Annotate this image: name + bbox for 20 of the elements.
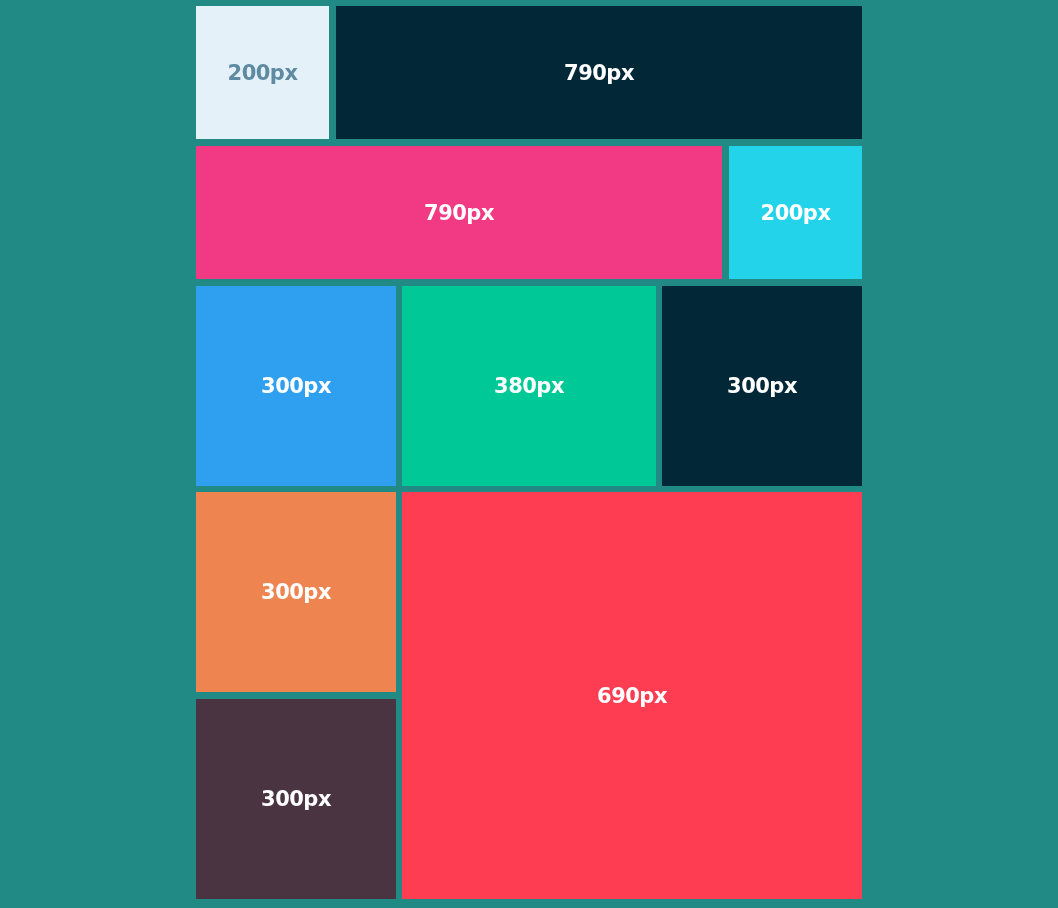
- size-label: 300px: [727, 374, 797, 398]
- size-label: 200px: [760, 200, 831, 225]
- grid-tile: [196, 6, 329, 139]
- grid-tile: [196, 286, 396, 486]
- size-label: 790px: [424, 200, 494, 225]
- grid-tile: [336, 6, 862, 139]
- grid-tile: [196, 699, 396, 899]
- size-label: 790px: [564, 60, 634, 85]
- grid-tile: [729, 146, 862, 279]
- grid-tile: [402, 286, 656, 486]
- size-label: 690px: [597, 683, 667, 708]
- size-label: 380px: [494, 374, 564, 398]
- size-label: 200px: [227, 60, 298, 85]
- size-label: 300px: [261, 374, 331, 398]
- size-label: 300px: [261, 580, 331, 604]
- grid-tile: [662, 286, 862, 486]
- size-label: 300px: [261, 787, 331, 811]
- grid-tile: [196, 146, 722, 279]
- grid-tile: [402, 492, 862, 899]
- grid-tile: [196, 492, 396, 692]
